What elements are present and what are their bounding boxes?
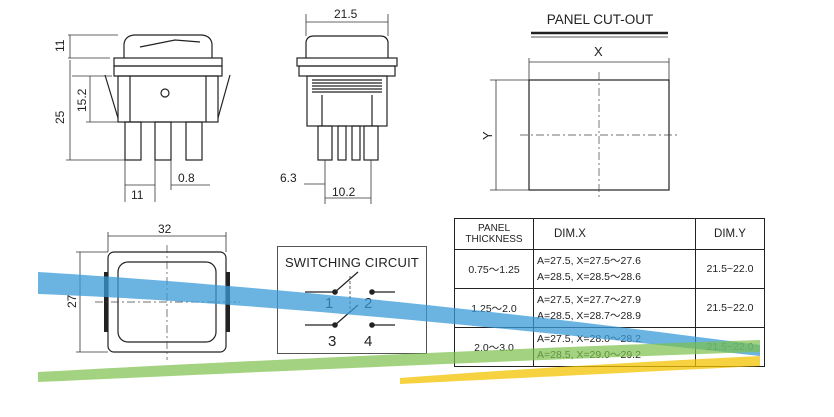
side-flange-lower xyxy=(113,65,223,77)
cell-dim-y: 21.5~22.0 xyxy=(695,249,765,289)
cell-dim-x-line1: A=27.5, X=27.5～27.6 xyxy=(537,255,641,267)
header-dim-y: DIM.Y xyxy=(695,218,765,250)
side-pivot xyxy=(160,88,170,98)
table-row: 2.0～3.0 A=27.5, X=28.0～28.2 A=28.5, X=29… xyxy=(454,327,765,367)
switching-circuit-box: SWITCHING CIRCUIT xyxy=(277,246,427,354)
panel-cutout-title: PANEL CUT-OUT xyxy=(546,12,654,27)
side-terminal-2 xyxy=(154,121,172,161)
table-header-row: PANEL THICKNESS DIM.X DIM.Y xyxy=(454,218,765,250)
cell-thickness: 1.25～2.0 xyxy=(454,288,534,328)
header-thickness-line2: THICKNESS xyxy=(465,234,523,245)
dim-label-21-5: 21.5 xyxy=(334,7,358,21)
front-terminal-4 xyxy=(363,125,379,161)
front-view: 21.5 6.3 10.2 xyxy=(280,7,398,204)
header-dim-x: DIM.X xyxy=(533,218,696,250)
front-terminal-3 xyxy=(351,125,361,161)
side-terminal-1 xyxy=(124,121,142,161)
front-terminal-1 xyxy=(317,125,333,161)
table-row: 1.25～2.0 A=27.5, X=27.7～27.9 A=28.5, X=2… xyxy=(454,288,765,328)
dimension-table: PANEL THICKNESS DIM.X DIM.Y 0.75～1.25 A=… xyxy=(454,218,765,367)
dim-label-0-8: 0.8 xyxy=(178,171,195,185)
cell-dim-x: A=27.5, X=27.5～27.6 A=28.5, X=28.5～28.6 xyxy=(533,249,696,289)
side-terminal-3 xyxy=(185,121,203,161)
cutout-y-label: Y xyxy=(480,131,495,140)
cell-dim-x-line1: A=27.5, X=28.0～28.2 xyxy=(537,333,641,345)
table-row: 0.75～1.25 A=27.5, X=27.5～27.6 A=28.5, X=… xyxy=(454,249,765,289)
header-thickness-line1: PANEL xyxy=(477,223,511,234)
front-flange-lower xyxy=(298,65,396,77)
front-terminal-2 xyxy=(337,125,347,161)
side-flange xyxy=(113,57,223,67)
side-clip-left xyxy=(104,74,119,119)
front-ribs xyxy=(312,79,382,93)
header-panel-thickness: PANEL THICKNESS xyxy=(454,218,534,250)
cell-dim-x-line2: A=28.5, X=29.0～29.2 xyxy=(537,349,641,361)
dim-label-25: 25 xyxy=(53,110,67,124)
side-rocker-cap xyxy=(123,34,213,58)
front-rocker-cap xyxy=(305,35,389,58)
cell-dim-y: 21.5~22.0 xyxy=(695,327,765,367)
dim-label-10-2: 10.2 xyxy=(332,185,356,199)
dim-label-6-3: 6.3 xyxy=(280,171,297,185)
dim-label-11-bottom: 11 xyxy=(131,188,144,202)
cell-thickness: 2.0～3.0 xyxy=(454,327,534,367)
cell-dim-x: A=27.5, X=28.0～28.2 A=28.5, X=29.0～29.2 xyxy=(533,327,696,367)
cell-dim-x-line1: A=27.5, X=27.7～27.9 xyxy=(537,294,641,306)
panel-cutout-drawing: X Y xyxy=(480,31,680,198)
front-flange xyxy=(296,57,398,67)
cell-dim-x-line2: A=28.5, X=28.7～28.9 xyxy=(537,310,641,322)
cutout-x-label: X xyxy=(594,44,603,59)
top-view: 32 27 xyxy=(65,222,240,360)
side-body xyxy=(117,75,219,123)
dim-label-11-top: 11 xyxy=(53,39,67,52)
side-view: 11 15.2 25 11 0.8 xyxy=(53,34,231,202)
dim-label-15-2: 15.2 xyxy=(75,88,89,112)
cell-dim-y: 21.5~22.0 xyxy=(695,288,765,328)
cell-dim-x: A=27.5, X=27.7～27.9 A=28.5, X=28.7～28.9 xyxy=(533,288,696,328)
dim-label-32: 32 xyxy=(158,222,172,236)
cell-dim-x-line2: A=28.5, X=28.5～28.6 xyxy=(537,271,641,283)
front-body xyxy=(306,75,388,127)
side-rocker-line xyxy=(139,39,201,48)
cell-thickness: 0.75～1.25 xyxy=(454,249,534,289)
dim-label-27: 27 xyxy=(65,294,79,308)
switching-circuit-title: SWITCHING CIRCUIT xyxy=(284,255,420,270)
side-clip-right xyxy=(217,74,231,119)
